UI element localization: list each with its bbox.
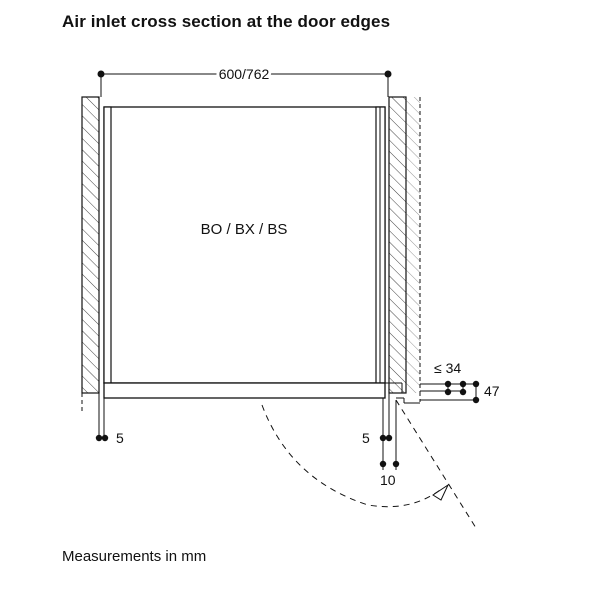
dimension-dot <box>444 388 452 396</box>
appliance-door <box>103 382 386 399</box>
appliance-left-frame <box>103 106 112 384</box>
dimension-dot <box>385 434 393 442</box>
dimension-dot <box>97 70 105 78</box>
dimension-dot <box>392 460 400 468</box>
appliance-body <box>103 106 386 384</box>
dimension-dot <box>95 434 103 442</box>
dimension-dot <box>379 434 387 442</box>
dimension-dot <box>384 70 392 78</box>
adjacent-furniture-side <box>406 97 420 393</box>
dimension-dot <box>101 434 109 442</box>
left-cabinet-wall <box>81 96 100 394</box>
door-swing-arrow-icon <box>432 483 450 501</box>
right-gap-label: 5 <box>362 430 370 446</box>
max-depth-label: ≤ 34 <box>434 360 461 376</box>
depth-label: 47 <box>484 383 500 399</box>
right-cabinet-wall <box>388 96 407 394</box>
door-swing-arc <box>261 404 441 508</box>
dimension-dot <box>472 380 480 388</box>
dimension-dot <box>379 460 387 468</box>
width-dimension-label: 600/762 <box>219 66 270 82</box>
measurement-units-note: Measurements in mm <box>62 548 207 565</box>
dimension-dot <box>444 380 452 388</box>
dimension-dot <box>459 380 467 388</box>
dimension-dot <box>459 388 467 396</box>
appliance-label: BO / BX / BS <box>201 221 288 238</box>
dimension-dot <box>472 396 480 404</box>
door-offset-label: 10 <box>380 472 396 488</box>
left-gap-label: 5 <box>116 430 124 446</box>
page-title: Air inlet cross section at the door edge… <box>62 12 391 31</box>
door-open-position <box>395 399 477 529</box>
